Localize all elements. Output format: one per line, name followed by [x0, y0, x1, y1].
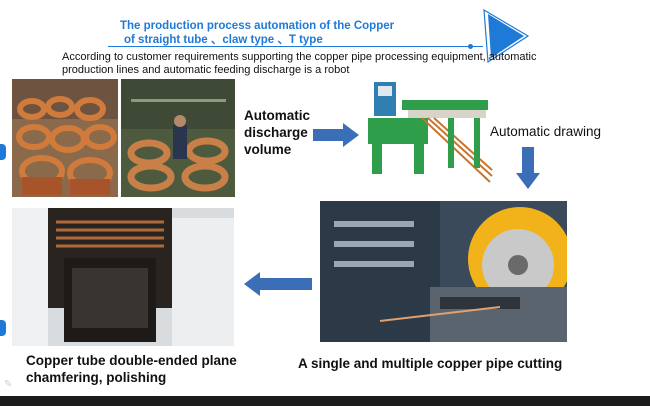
title-underline-dot [468, 44, 473, 49]
title-line-2: of straight tube 、claw type 、T type [124, 34, 323, 46]
copper-coils-photo [12, 79, 118, 197]
title-underline [108, 46, 483, 47]
left-nav-marker-1[interactable] [0, 144, 6, 160]
title-line-1: The production process automation of the… [120, 20, 395, 32]
left-nav-marker-2[interactable] [0, 320, 6, 336]
drawing-machine-photo [362, 78, 494, 188]
bottom-bar [0, 396, 650, 406]
slide-title: The production process automation of the… [120, 19, 520, 47]
drawing-label: Automatic drawing [490, 124, 602, 139]
chamfering-label: Copper tube double-ended plane chamferin… [26, 353, 237, 385]
triangle-decoration [483, 8, 530, 64]
cutting-saw-photo [320, 201, 567, 342]
arrow-down-icon [516, 147, 540, 189]
slide-subtitle: According to customer requirements suppo… [62, 51, 537, 76]
chamfering-machine-photo [12, 208, 234, 346]
coil-workshop-photo [121, 79, 235, 197]
arrow-left-icon [244, 272, 312, 296]
arrow-right-icon [313, 123, 359, 147]
pencil-icon[interactable]: ✎ [4, 379, 13, 390]
discharge-label: Automatic discharge volume [244, 108, 311, 157]
cutting-label: A single and multiple copper pipe cuttin… [298, 356, 563, 371]
slide: The production process automation of the… [0, 0, 650, 396]
